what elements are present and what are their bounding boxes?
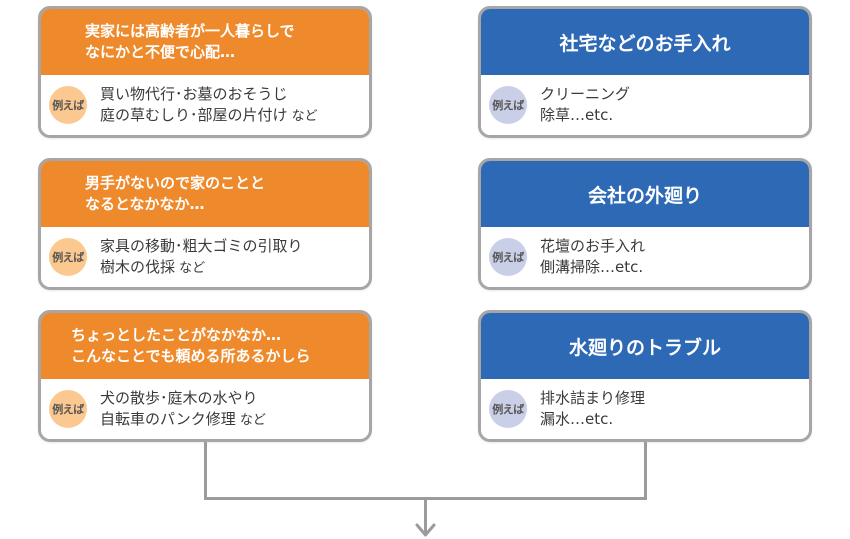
header-line: 実家には高齢者が一人暮らしで: [85, 22, 295, 40]
header-line: ちょっとしたことがなかなか…: [71, 326, 282, 344]
residential-case-elderly: 実家には高齢者が一人暮らしで なにかと不便で心配… 例えば 買い物代行･お墓のお…: [38, 6, 372, 138]
example-suffix: など: [175, 260, 206, 276]
example-suffix: など: [235, 412, 266, 428]
arrow-down-icon: [415, 523, 436, 537]
header-line: なにかと不便で心配…: [85, 43, 236, 61]
card-body: 例えば 排水詰まり修理 漏水…etc.: [481, 379, 809, 439]
header-line: なるとなかなか…: [85, 195, 205, 213]
example-text: 犬の散歩･庭木の水やり 自転車のパンク修理 など: [100, 388, 266, 431]
connector-right-vertical: [644, 442, 647, 500]
example-line: 買い物代行･お墓のおそうじ: [100, 84, 288, 103]
corporate-case-housing: 社宅などのお手入れ 例えば クリーニング 除草…etc.: [478, 6, 812, 138]
example-text: クリーニング 除草…etc.: [540, 84, 630, 126]
example-line: 庭の草むしり･部屋の片付け: [100, 105, 288, 124]
example-badge: 例えば: [49, 390, 87, 428]
header-line: 男手がないので家のことと: [85, 174, 266, 192]
example-badge: 例えば: [49, 86, 87, 124]
card-title: 会社の外廻り: [587, 184, 702, 207]
example-line: 樹木の伐採: [100, 257, 176, 276]
example-suffix: など: [287, 108, 318, 124]
example-text: 家具の移動･粗大ゴミの引取り 樹木の伐採 など: [100, 236, 303, 279]
example-line: 排水詰まり修理: [540, 389, 646, 407]
example-line: 家具の移動･粗大ゴミの引取り: [100, 236, 303, 255]
example-badge: 例えば: [49, 238, 87, 276]
card-header: ちょっとしたことがなかなか… こんなことでも頼める所あるかしら: [41, 313, 369, 379]
example-line: クリーニング: [540, 85, 631, 103]
example-badge: 例えば: [489, 390, 527, 428]
connector-horizontal: [204, 497, 647, 500]
residential-case-no-help: 男手がないので家のことと なるとなかなか… 例えば 家具の移動･粗大ゴミの引取り…: [38, 158, 372, 290]
example-line: 犬の散歩･庭木の水やり: [100, 388, 258, 407]
connector-center-down: [424, 500, 427, 534]
card-header: 水廻りのトラブル: [481, 313, 809, 379]
example-text: 排水詰まり修理 漏水…etc.: [540, 388, 645, 430]
corporate-case-plumbing: 水廻りのトラブル 例えば 排水詰まり修理 漏水…etc.: [478, 310, 812, 442]
header-line: こんなことでも頼める所あるかしら: [71, 347, 311, 365]
card-header: 実家には高齢者が一人暮らしで なにかと不便で心配…: [41, 9, 369, 75]
card-header: 会社の外廻り: [481, 161, 809, 227]
corporate-case-exterior: 会社の外廻り 例えば 花壇のお手入れ 側溝掃除…etc.: [478, 158, 812, 290]
card-header: 社宅などのお手入れ: [481, 9, 809, 75]
card-body: 例えば 買い物代行･お墓のおそうじ 庭の草むしり･部屋の片付け など: [41, 75, 369, 135]
card-title: 社宅などのお手入れ: [559, 32, 731, 55]
example-line: 花壇のお手入れ: [540, 237, 646, 255]
card-body: 例えば 花壇のお手入れ 側溝掃除…etc.: [481, 227, 809, 287]
card-body: 例えば クリーニング 除草…etc.: [481, 75, 809, 135]
card-body: 例えば 家具の移動･粗大ゴミの引取り 樹木の伐採 など: [41, 227, 369, 287]
example-badge: 例えば: [489, 86, 527, 124]
card-title: 水廻りのトラブル: [568, 336, 721, 359]
example-line: 除草…etc.: [540, 106, 614, 124]
residential-case-small-tasks: ちょっとしたことがなかなか… こんなことでも頼める所あるかしら 例えば 犬の散歩…: [38, 310, 372, 442]
example-badge: 例えば: [489, 238, 527, 276]
example-text: 花壇のお手入れ 側溝掃除…etc.: [540, 236, 645, 278]
example-line: 漏水…etc.: [540, 410, 614, 428]
card-header: 男手がないので家のことと なるとなかなか…: [41, 161, 369, 227]
example-line: 自転車のパンク修理: [100, 409, 236, 428]
connector-left-vertical: [204, 442, 207, 500]
example-text: 買い物代行･お墓のおそうじ 庭の草むしり･部屋の片付け など: [100, 84, 318, 127]
card-body: 例えば 犬の散歩･庭木の水やり 自転車のパンク修理 など: [41, 379, 369, 439]
example-line: 側溝掃除…etc.: [540, 258, 644, 276]
